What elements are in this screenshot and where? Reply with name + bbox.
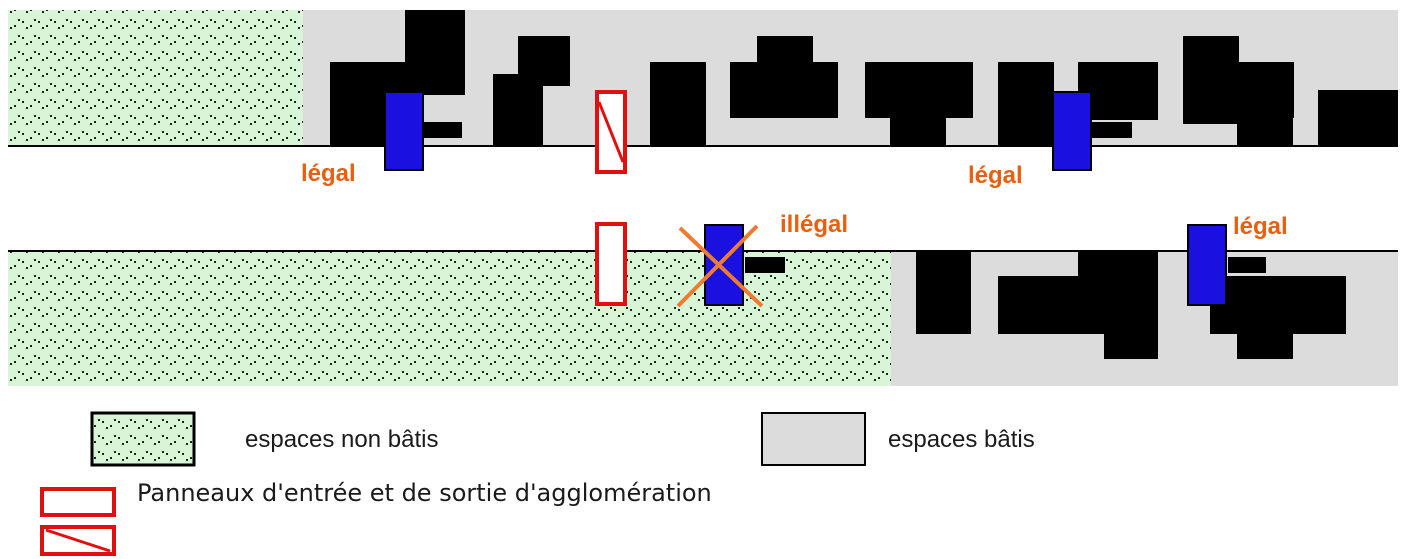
- building: [1104, 305, 1158, 359]
- unbuilt-area-top: [8, 10, 303, 146]
- building: [998, 62, 1054, 146]
- building: [1237, 330, 1293, 359]
- panel-illegal: [704, 224, 744, 306]
- legend-label-signs: Panneaux d'entrée et de sortie d'agglomé…: [137, 479, 712, 507]
- label-legal-2: légal: [968, 162, 1023, 189]
- building: [420, 122, 462, 138]
- building: [1318, 90, 1398, 146]
- boundary-sign-entry: [595, 222, 627, 306]
- label-legal-1: légal: [301, 160, 356, 187]
- building: [865, 62, 973, 118]
- building: [1090, 122, 1132, 138]
- building: [998, 276, 1080, 334]
- panel-legal-1: [384, 91, 424, 171]
- building: [1228, 257, 1266, 273]
- building: [890, 112, 946, 146]
- building: [1212, 62, 1294, 118]
- building: [1237, 112, 1293, 146]
- legend-label-built: espaces bâtis: [888, 426, 1035, 453]
- legend-swatch-unbuilt: [90, 411, 196, 467]
- panel-legal-2: [1052, 91, 1092, 171]
- building: [916, 252, 971, 334]
- buildings-bottom: [745, 252, 1346, 359]
- legend-swatch-sign-exit: [40, 525, 116, 556]
- label-illegal: illégal: [780, 211, 849, 238]
- panel-legal-3: [1187, 224, 1227, 306]
- legend-swatch-sign-entry: [40, 487, 116, 517]
- legend-label-unbuilt: espaces non bâtis: [245, 426, 439, 453]
- boundary-sign-exit: [595, 90, 627, 174]
- legend-swatch-built: [761, 412, 866, 466]
- buildings-top: [330, 10, 1398, 146]
- label-legal-3: légal: [1233, 213, 1288, 240]
- building: [1290, 276, 1346, 334]
- building: [745, 257, 785, 273]
- illegal-cross: [676, 224, 764, 308]
- building: [650, 62, 706, 146]
- building: [493, 74, 543, 146]
- building: [757, 36, 813, 66]
- building: [730, 62, 838, 118]
